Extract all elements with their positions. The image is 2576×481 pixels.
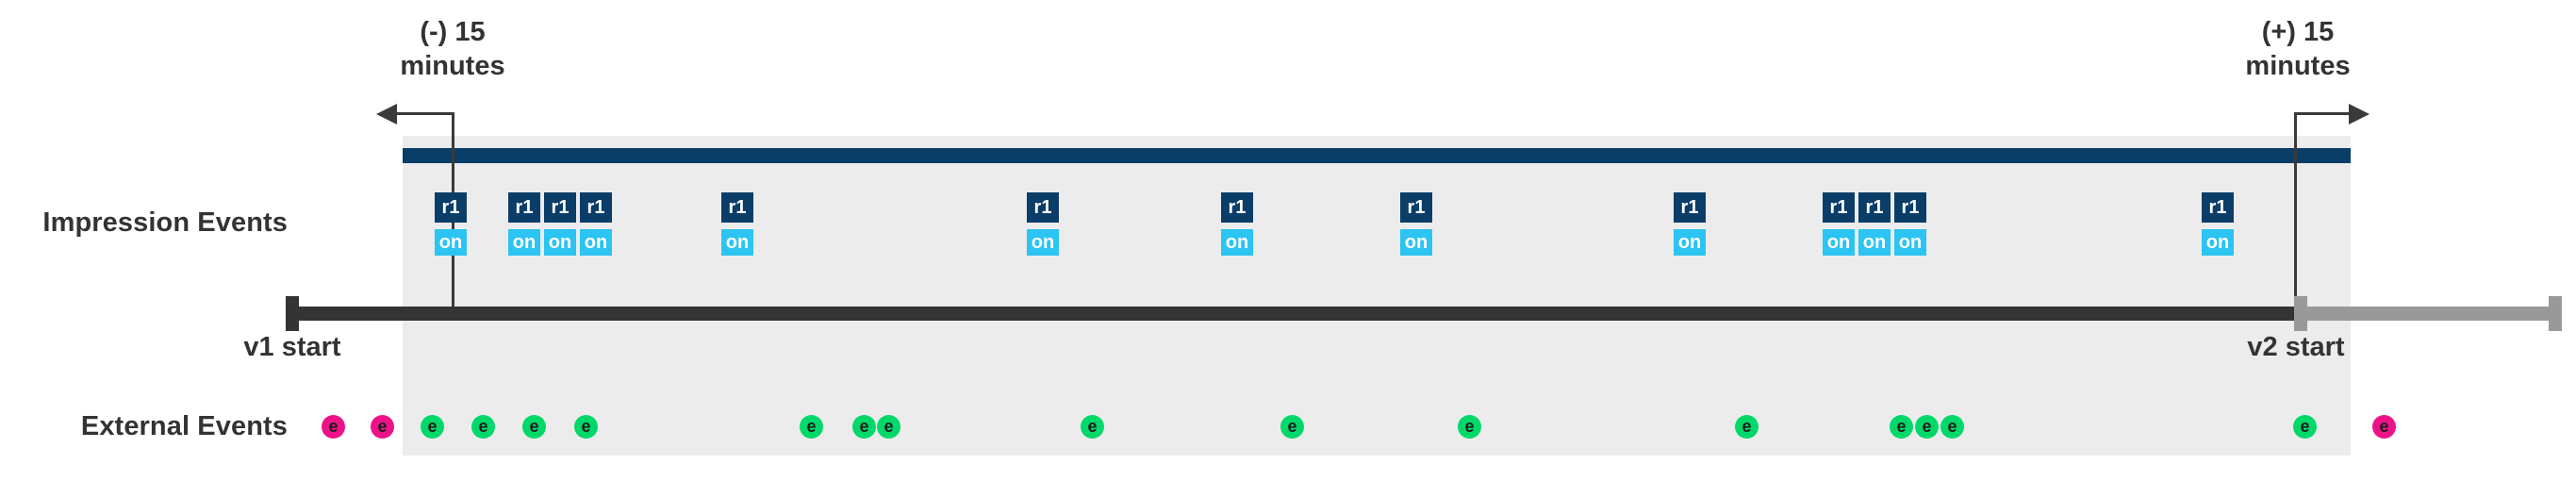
- row-label-impression-events: Impression Events: [42, 207, 288, 238]
- row-label-external-events: External Events: [80, 411, 288, 441]
- impression-badge-on[interactable]: on: [544, 229, 576, 256]
- impression-badge-r1[interactable]: r1: [1027, 192, 1059, 223]
- external-event-dot[interactable]: e: [877, 415, 900, 439]
- external-event-dot[interactable]: e: [471, 415, 495, 439]
- v1-start-label: v1 start: [243, 332, 341, 362]
- external-event-dot[interactable]: e: [1940, 415, 1964, 439]
- impression-badge-r1[interactable]: r1: [544, 192, 576, 223]
- external-event-dot[interactable]: e: [371, 415, 394, 439]
- impression-window-bar: [403, 148, 2351, 163]
- external-event-dot[interactable]: e: [2372, 415, 2396, 439]
- pre-window-leader: [397, 112, 454, 115]
- v1-timeline-bar: [286, 307, 2298, 321]
- callout-post-window: (+) 15 minutes: [2245, 15, 2350, 83]
- external-event-dot[interactable]: e: [1458, 415, 1481, 439]
- external-event-dot[interactable]: e: [1915, 415, 1939, 439]
- impression-badge-on[interactable]: on: [435, 229, 467, 256]
- impression-badge-r1[interactable]: r1: [721, 192, 753, 223]
- external-event-dot[interactable]: e: [421, 415, 444, 439]
- external-event-dot[interactable]: e: [522, 415, 546, 439]
- impression-badge-r1[interactable]: r1: [1858, 192, 1891, 223]
- impression-badge-on[interactable]: on: [1823, 229, 1855, 256]
- post-window-leader: [2294, 112, 2349, 115]
- impression-badge-r1[interactable]: r1: [1221, 192, 1253, 223]
- impression-badge-on[interactable]: on: [721, 229, 753, 256]
- external-event-dot[interactable]: e: [1081, 415, 1104, 439]
- attribution-window-band: [403, 136, 2351, 456]
- impression-badge-on[interactable]: on: [1221, 229, 1253, 256]
- impression-badge-r1[interactable]: r1: [2202, 192, 2234, 223]
- impression-badge-r1[interactable]: r1: [1823, 192, 1855, 223]
- callout-pre-window: (-) 15 minutes: [400, 15, 504, 83]
- external-event-dot[interactable]: e: [322, 415, 345, 439]
- impression-badge-on[interactable]: on: [580, 229, 612, 256]
- impression-badge-on[interactable]: on: [1674, 229, 1706, 256]
- external-event-dot[interactable]: e: [1280, 415, 1304, 439]
- impression-badge-r1[interactable]: r1: [508, 192, 540, 223]
- post-window-arrow-icon: [2349, 104, 2370, 124]
- impression-badge-on[interactable]: on: [2202, 229, 2234, 256]
- post-window-guide-line: [2294, 112, 2297, 315]
- impression-badge-r1[interactable]: r1: [435, 192, 467, 223]
- external-event-dot[interactable]: e: [852, 415, 876, 439]
- v2-start-label: v2 start: [2247, 332, 2345, 362]
- external-event-dot[interactable]: e: [1890, 415, 1913, 439]
- external-event-dot[interactable]: e: [1735, 415, 1759, 439]
- impression-badge-on[interactable]: on: [1400, 229, 1432, 256]
- impression-badge-r1[interactable]: r1: [580, 192, 612, 223]
- timeline-end-cap: [2549, 296, 2562, 331]
- callout-pre-window-line2: minutes: [400, 51, 505, 81]
- impression-badge-r1[interactable]: r1: [1400, 192, 1432, 223]
- external-event-dot[interactable]: e: [800, 415, 823, 439]
- external-event-dot[interactable]: e: [2293, 415, 2317, 439]
- impression-badge-on[interactable]: on: [1027, 229, 1059, 256]
- impression-badge-on[interactable]: on: [1858, 229, 1891, 256]
- impression-badge-r1[interactable]: r1: [1674, 192, 1706, 223]
- pre-window-arrow-icon: [376, 104, 397, 124]
- impression-badge-r1[interactable]: r1: [1894, 192, 1926, 223]
- impression-badge-on[interactable]: on: [1894, 229, 1926, 256]
- callout-pre-window-line1: (-) 15: [420, 17, 486, 47]
- external-event-dot[interactable]: e: [574, 415, 598, 439]
- impression-badge-on[interactable]: on: [508, 229, 540, 256]
- callout-post-window-line2: minutes: [2245, 51, 2351, 81]
- v2-timeline-bar: [2294, 307, 2560, 321]
- callout-post-window-line1: (+) 15: [2261, 17, 2335, 47]
